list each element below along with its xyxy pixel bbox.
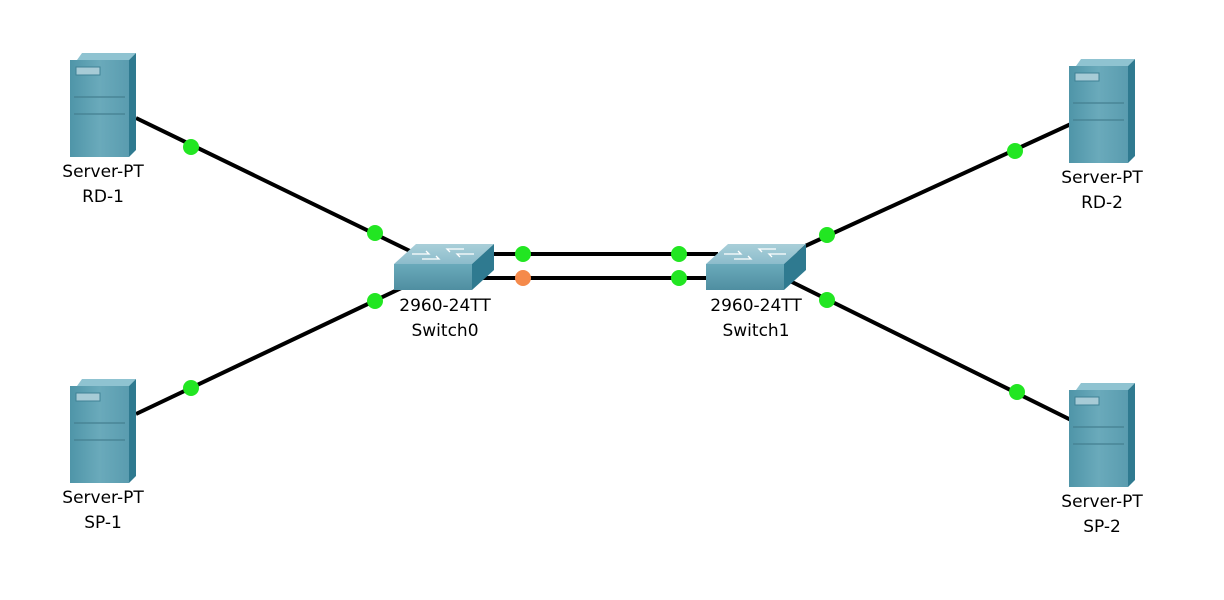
link-status-up-switch1	[819, 292, 835, 308]
switch1-icon[interactable]	[706, 243, 806, 290]
link-status-up-sp2	[1009, 384, 1025, 400]
link-rd1-switch0[interactable]	[135, 116, 413, 254]
device-model: Server-PT	[62, 488, 144, 508]
label-rd-2: Server-PT RD-2	[1032, 166, 1172, 216]
link-sp1-switch0[interactable]	[135, 281, 413, 416]
device-model: 2960-24TT	[710, 296, 802, 316]
link-switch1-rd2[interactable]	[789, 122, 1072, 255]
label-switch1: 2960-24TT Switch1	[686, 294, 826, 344]
link-status-up-rd1	[183, 139, 199, 155]
link-status-up-sp1	[183, 380, 199, 396]
link-status-blocking-switch0	[515, 270, 531, 286]
label-sp-2: Server-PT SP-2	[1032, 490, 1172, 540]
link-status-up-switch0	[515, 246, 531, 262]
device-model: 2960-24TT	[399, 296, 491, 316]
device-model: Server-PT	[62, 162, 144, 182]
device-model: Server-PT	[1061, 492, 1143, 512]
links-layer	[135, 116, 1072, 422]
link-status-up-switch1	[671, 270, 687, 286]
link-status-layer	[183, 139, 1025, 400]
server-rd-2-icon[interactable]	[1069, 58, 1135, 164]
switch0-icon[interactable]	[394, 243, 494, 290]
server-sp-1-icon[interactable]	[70, 378, 136, 484]
link-status-up-switch1	[819, 227, 835, 243]
link-status-up-switch1	[671, 246, 687, 262]
device-name: RD-2	[1081, 193, 1123, 213]
link-status-up-rd2	[1007, 143, 1023, 159]
device-name: RD-1	[82, 187, 124, 207]
link-status-up-switch0	[367, 225, 383, 241]
link-status-up-switch0	[367, 293, 383, 309]
device-name: Switch0	[411, 321, 479, 341]
device-name: SP-1	[84, 513, 122, 533]
label-rd-1: Server-PT RD-1	[33, 160, 173, 210]
label-switch0: 2960-24TT Switch0	[375, 294, 515, 344]
device-model: Server-PT	[1061, 168, 1143, 188]
device-name: SP-2	[1083, 517, 1121, 537]
server-rd-1-icon[interactable]	[70, 52, 136, 158]
device-name: Switch1	[722, 321, 790, 341]
server-sp-2-icon[interactable]	[1069, 382, 1135, 488]
label-sp-1: Server-PT SP-1	[33, 486, 173, 536]
link-switch1-sp2[interactable]	[789, 279, 1072, 422]
